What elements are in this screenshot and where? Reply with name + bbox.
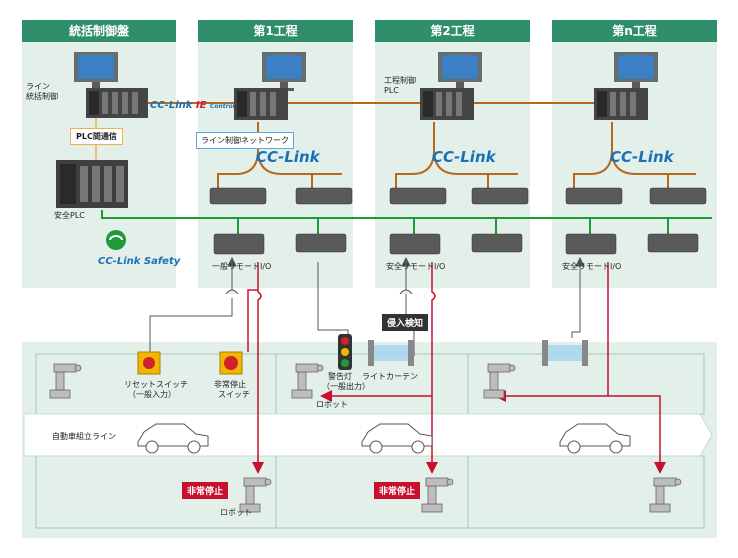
car-icons xyxy=(137,423,631,454)
remote-io-row2 xyxy=(213,233,699,255)
cc-link-logo-1: CC-Link xyxy=(256,148,320,166)
estop-badge-2: 非常停止 xyxy=(374,482,421,499)
reset-switch-label-2: （一般入力） xyxy=(128,390,176,399)
robot-label-2: ロボット xyxy=(220,508,252,517)
assembly-line-label: 自動車組立ライン xyxy=(52,432,116,441)
panel-title-process2: 第2工程 xyxy=(375,20,530,42)
cc-link-safety-logo-icon xyxy=(106,230,126,250)
warning-light-label-1: 警告灯 xyxy=(328,372,352,381)
cc-link-safety-logo: CC-Link Safety xyxy=(98,256,181,267)
panel-title-processN: 第n工程 xyxy=(552,20,717,42)
cc-link-logo-3: CC-Link xyxy=(610,148,674,166)
plc-racks xyxy=(56,88,648,208)
general-io-label: 一般リモートI/O xyxy=(212,262,272,271)
robot-icons xyxy=(49,363,682,513)
safety-output-lines xyxy=(247,262,666,474)
line-network-label: ライン制御ネットワーク xyxy=(196,132,294,149)
light-curtain-label: ライトカーテン xyxy=(362,372,418,381)
safety-io-label-n: 安全リモートI/O xyxy=(562,262,622,271)
light-curtain-icon xyxy=(368,340,414,366)
process-plc-label-2: PLC xyxy=(384,86,399,95)
line-control-label-2: 統括制御 xyxy=(26,92,58,101)
intrusion-badge: 侵入検知 xyxy=(382,314,429,331)
cc-link-logo-2: CC-Link xyxy=(432,148,496,166)
reset-switch-icon xyxy=(137,351,161,375)
estop-badge-1: 非常停止 xyxy=(182,482,229,499)
emergency-switch-label-2: スイッチ xyxy=(218,390,250,399)
remote-io-row1 xyxy=(209,187,707,205)
emergency-switch-label-1: 非常停止 xyxy=(214,380,246,389)
safety-io-label-2: 安全リモートI/O xyxy=(386,262,446,271)
cc-link-safety-network xyxy=(101,210,712,234)
emergency-switch-icon xyxy=(219,351,243,375)
warning-light-icon xyxy=(338,334,352,370)
general-io-wires xyxy=(149,262,581,352)
robot-label-1: ロボット xyxy=(316,400,348,409)
monitors xyxy=(74,52,658,91)
process-plc-label-1: 工程制御 xyxy=(384,76,416,85)
plc-comm-label: PLC間通信 xyxy=(70,128,123,145)
light-curtain-icon-n xyxy=(542,340,588,366)
panel-title-process1: 第1工程 xyxy=(198,20,353,42)
line-control-label-1: ライン xyxy=(26,82,50,91)
safety-plc-label: 安全PLC xyxy=(54,211,85,220)
cc-link-ie-logo: CC-Link IE Control xyxy=(150,100,235,111)
warning-light-label-2: （一般出力） xyxy=(322,382,370,391)
reset-switch-label-1: リセットスイッチ xyxy=(124,380,188,389)
panel-title-integrated: 統括制御盤 xyxy=(22,20,176,42)
